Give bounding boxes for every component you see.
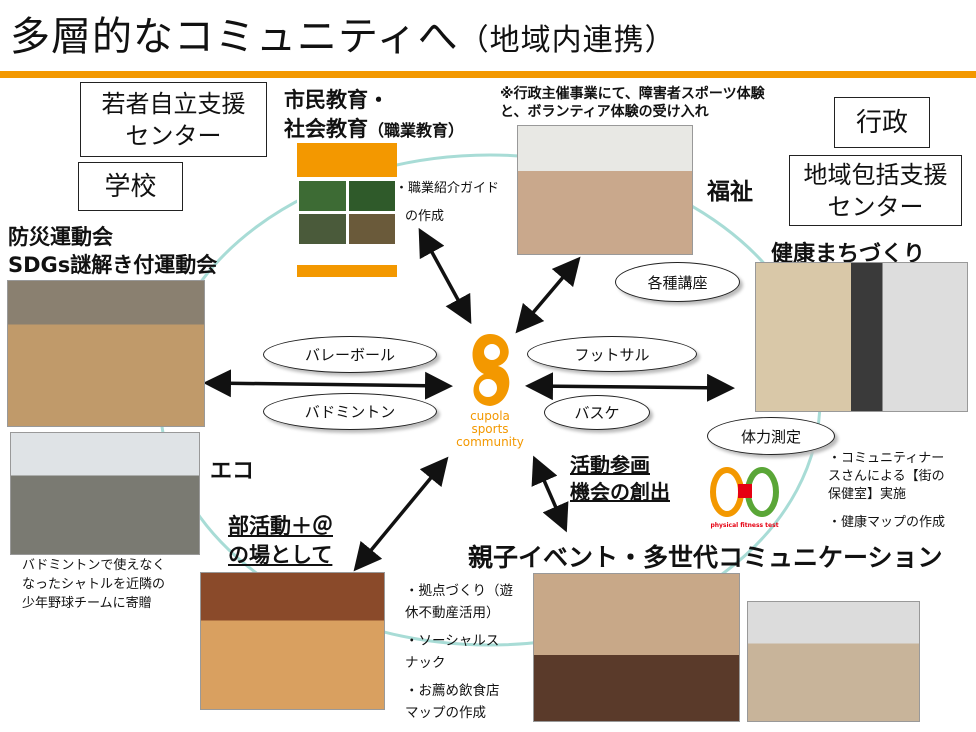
badminton-bubble: バドミントン <box>263 393 437 430</box>
youth-center-box: 若者自立支援センター <box>80 82 267 157</box>
eco-heading: エコ <box>210 459 255 484</box>
shuttle-note: バドミントンで使えなくなったシャトルを近隣の少年野球チームに寄贈 <box>22 558 166 611</box>
fitness-bubble: 体力測定 <box>707 417 835 455</box>
family-event-photo <box>533 573 740 722</box>
lectures-bubble: 各種講座 <box>615 262 740 302</box>
arrow-welfare <box>515 256 581 334</box>
futsal-bubble: フットサル <box>527 336 697 372</box>
fitness-test-logo: physical fitness test <box>707 466 782 530</box>
gym-photo <box>200 572 385 710</box>
government-note: ※行政主催事業にて、障害者スポーツ体験と、ボランティア体験の受け入れ <box>500 86 765 120</box>
arrow-club <box>353 456 449 572</box>
civic-education-heading: 市民教育・社会教育（職業教育） <box>284 88 465 141</box>
arrow-disaster <box>203 369 453 400</box>
kids-space-photo <box>747 601 920 722</box>
welfare-heading: 福祉 <box>707 179 753 205</box>
career-guide-flyer <box>297 143 397 277</box>
nurse-note: ・コミュニティナースさんによる【街の保健室】実施・健康マップの作成 <box>828 451 946 530</box>
family-notes: ・拠点づくり（遊休不動産活用） ・ソーシャルスナック ・お薦め飲食店マップの作成 <box>405 583 513 721</box>
government-box: 行政 <box>834 97 930 148</box>
page-title: 多層的なコミュニティへ（地域内連携） <box>10 14 676 60</box>
sports-day-photo <box>7 280 205 427</box>
eco-photo <box>10 432 200 555</box>
club-heading: 部活動＋＠の場として <box>228 514 333 567</box>
volunteer-photo <box>517 125 693 255</box>
arrow-health <box>525 372 735 402</box>
school-box: 学校 <box>78 162 183 211</box>
career-guide-note: ・職業紹介ガイドの作成 <box>395 181 500 224</box>
community-center-box: 地域包括支援センター <box>789 155 962 226</box>
participation-heading: 活動参画機会の創出 <box>570 453 670 504</box>
basketball-bubble: バスケ <box>544 395 650 430</box>
arrow-civic <box>418 227 472 325</box>
arrow-participation <box>531 455 569 533</box>
family-heading: 親子イベント・多世代コミュニケーション <box>468 543 943 572</box>
health-photo <box>755 262 968 412</box>
volleyball-bubble: バレーボール <box>263 336 437 373</box>
title-rule <box>0 71 976 78</box>
